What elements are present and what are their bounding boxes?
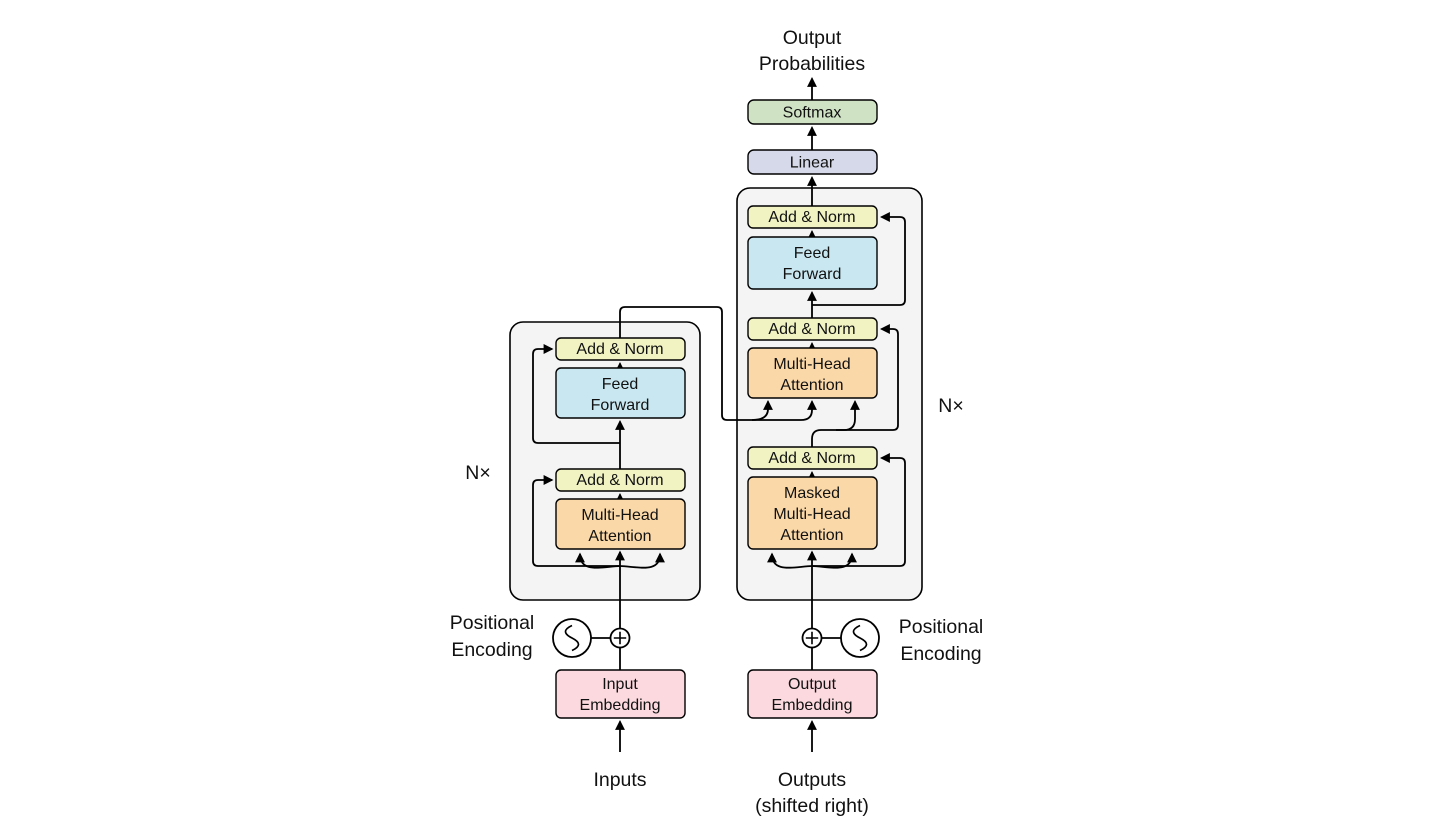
- output-embedding-label-line1: Output: [788, 676, 837, 693]
- decoder-addnorm-top-label: Add & Norm: [768, 209, 855, 226]
- decoder-multi-head-attention-label-line1: Multi-Head: [773, 356, 850, 373]
- decoder-multi-head-attention-label-line2: Attention: [780, 377, 843, 394]
- decoder-addnorm-middle-block: [747, 317, 878, 341]
- positional-encoding-right-label-line1: Positional: [899, 616, 984, 638]
- decoder-addnorm-top-block: [747, 205, 878, 229]
- block-labels: Softmax Linear Add & Norm Feed Forward A…: [576, 105, 855, 715]
- encoder-residual-ff: [532, 344, 620, 444]
- outer-labels: Output Probabilities N× N× Positional En…: [450, 27, 984, 817]
- decoder-feed-forward-label-line1: Feed: [794, 245, 830, 262]
- plus-glyph-left: [613, 631, 627, 645]
- output-probabilities-label-line1: Output: [783, 27, 842, 49]
- encoder-multi-head-attention-label-line1: Multi-Head: [581, 507, 658, 524]
- encoder-output-branch-arrow: [751, 400, 773, 421]
- decoder-query-path: [811, 400, 860, 447]
- output-embedding-label-line2: Embedding: [772, 697, 853, 714]
- decoder-addnorm-bottom-block: [747, 446, 878, 470]
- encoder-feed-forward-block: [555, 367, 686, 419]
- encoder-multi-head-attention-label-line2: Attention: [588, 528, 651, 545]
- linear-label: Linear: [790, 155, 835, 172]
- decoder-residual-cross-attention: [836, 324, 899, 431]
- positional-encoding-left-label-line1: Positional: [450, 612, 535, 634]
- decoder-residual-masked-attention: [812, 453, 906, 567]
- encoder-addnorm-bottom-block: [555, 468, 686, 492]
- encoder-addnorm-bottom-label: Add & Norm: [576, 472, 663, 489]
- decoder-residual-ff: [812, 212, 906, 306]
- linear-block: [747, 149, 878, 175]
- decoder-addnorm-middle-label: Add & Norm: [768, 321, 855, 338]
- inputs-label: Inputs: [593, 769, 646, 791]
- masked-multi-head-attention-label-line3: Attention: [780, 527, 843, 544]
- arrow-into-encoder-attention-right: [619, 552, 665, 569]
- encoder-residual-attention: [532, 475, 620, 567]
- connections: [532, 77, 906, 752]
- masked-multi-head-attention-label-line1: Masked: [784, 485, 840, 502]
- positional-encoding-left-label-line2: Encoding: [451, 639, 532, 661]
- nx-label-right: N×: [938, 395, 963, 417]
- decoder-multi-head-attention-block: [747, 347, 878, 399]
- masked-multi-head-attention-block: [747, 476, 878, 550]
- outputs-label-line1: Outputs: [778, 769, 847, 791]
- arrow-into-masked-attention-left: [767, 552, 813, 569]
- output-probabilities-label-line2: Probabilities: [759, 53, 865, 75]
- input-embedding-block: [555, 669, 686, 719]
- decoder-feed-forward-label-line2: Forward: [783, 266, 842, 283]
- positional-encoding-symbols: [552, 618, 880, 658]
- encoder-addnorm-top-block: [555, 337, 686, 361]
- encoder-output-to-decoder-path: [619, 306, 817, 421]
- decoder-addnorm-bottom-label: Add & Norm: [768, 450, 855, 467]
- encoder-addnorm-top-label: Add & Norm: [576, 341, 663, 358]
- plus-glyph-right: [805, 631, 819, 645]
- nx-label-left: N×: [465, 462, 490, 484]
- masked-multi-head-attention-label-line2: Multi-Head: [773, 506, 850, 523]
- input-embedding-label-line1: Input: [602, 676, 638, 693]
- outputs-label-line2: (shifted right): [755, 795, 869, 817]
- positional-encoding-right-label-line2: Encoding: [900, 643, 981, 665]
- output-embedding-block: [747, 669, 878, 719]
- encoder-feed-forward-label-line1: Feed: [602, 376, 638, 393]
- encoder-multi-head-attention-block: [555, 498, 686, 550]
- encoder-feed-forward-label-line2: Forward: [591, 397, 650, 414]
- input-embedding-label-line2: Embedding: [580, 697, 661, 714]
- softmax-block: [747, 99, 878, 125]
- softmax-label: Softmax: [783, 105, 842, 122]
- encoder-container: [509, 321, 701, 601]
- sine-wave-glyph: [564, 624, 580, 652]
- decoder-feed-forward-block: [747, 236, 878, 290]
- blocks: [555, 99, 878, 719]
- sine-wave-glyph: [852, 624, 868, 652]
